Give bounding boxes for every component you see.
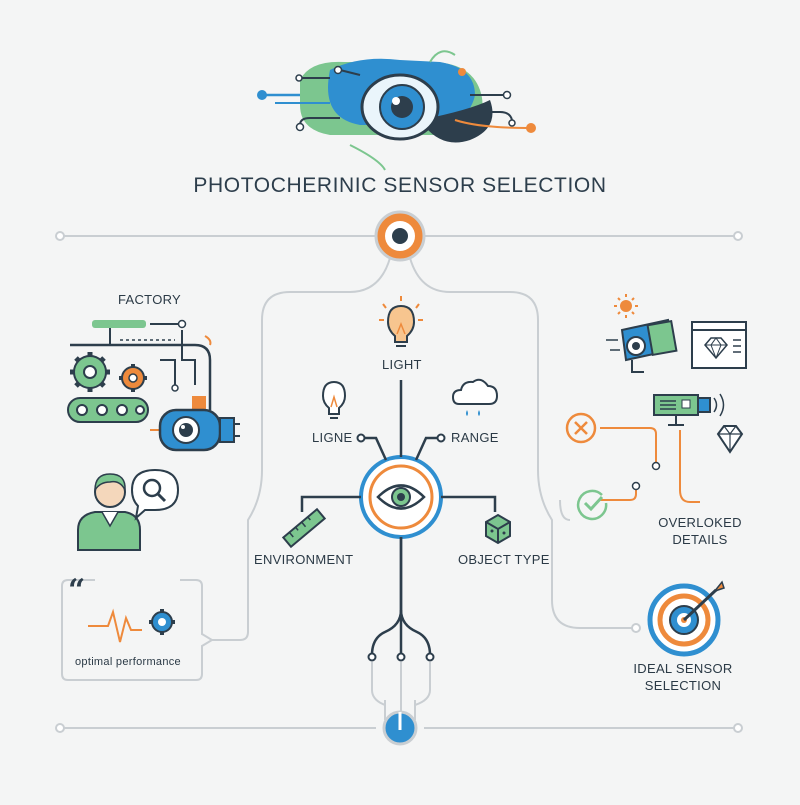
label-factory: FACTORY xyxy=(118,292,182,307)
cloud-rain-icon xyxy=(451,378,499,416)
bottom-node xyxy=(382,700,418,746)
connector-end-dot xyxy=(55,231,65,241)
label-ideal-line1: IDEAL SENSOR xyxy=(633,661,733,676)
label-overlooked-details: OVERLOKED DETAILS xyxy=(640,514,760,548)
label-range: RANGE xyxy=(451,430,499,445)
checkmark-icon xyxy=(576,489,608,521)
top-node xyxy=(374,210,426,262)
connector-end-dot xyxy=(631,623,641,633)
connector-end-dot xyxy=(733,231,743,241)
lower-root-lines xyxy=(371,662,431,712)
quote-box: “ xyxy=(61,573,214,681)
decision-dot xyxy=(631,481,641,491)
central-eye-hub xyxy=(359,455,443,539)
label-environment: ENVIRONMENT xyxy=(254,552,354,567)
label-overlooked-line1: OVERLOKED xyxy=(658,515,742,530)
camera-sensor-icon xyxy=(606,318,678,373)
worker-icon xyxy=(77,473,141,551)
connector-end-dot xyxy=(733,723,743,733)
label-ligne: LIGNE xyxy=(312,430,353,445)
document-diamond-icon xyxy=(691,321,747,369)
magnifier-icon xyxy=(130,468,180,521)
decision-lines xyxy=(600,427,700,503)
ruler-icon xyxy=(281,507,327,549)
label-object-type: OBJECT TYPE xyxy=(458,552,550,567)
spoke-end-dots xyxy=(356,433,446,662)
label-ideal-sensor-selection: IDEAL SENSOR SELECTION xyxy=(618,660,748,694)
pulse-icon xyxy=(88,608,142,643)
target-icon xyxy=(647,580,725,657)
connector-end-dot xyxy=(55,723,65,733)
header-eye-illustration xyxy=(257,50,536,171)
diamond-icon xyxy=(716,425,744,454)
quote-icon: “ xyxy=(68,573,85,608)
hub-spokes xyxy=(300,380,497,656)
cube-icon xyxy=(485,513,511,545)
decision-dot xyxy=(651,461,661,471)
lightbulb-icon xyxy=(321,380,347,419)
label-light: LIGHT xyxy=(382,357,422,372)
gear-icon xyxy=(119,364,147,392)
connector-lines xyxy=(62,235,736,729)
lightbulb-icon xyxy=(379,296,423,347)
factory-illustration xyxy=(67,319,240,452)
page-title: PHOTOCHERINIC SENSOR SELECTION xyxy=(193,174,607,197)
label-overlooked-line2: DETAILS xyxy=(672,532,728,547)
sun-icon xyxy=(614,294,638,318)
x-icon xyxy=(565,412,597,444)
gear-icon xyxy=(70,352,110,392)
label-ideal-line2: SELECTION xyxy=(644,678,722,693)
gear-icon xyxy=(149,609,175,635)
camera-sensor-icon xyxy=(653,393,725,426)
label-optimal-performance: optimal performance xyxy=(75,656,181,668)
